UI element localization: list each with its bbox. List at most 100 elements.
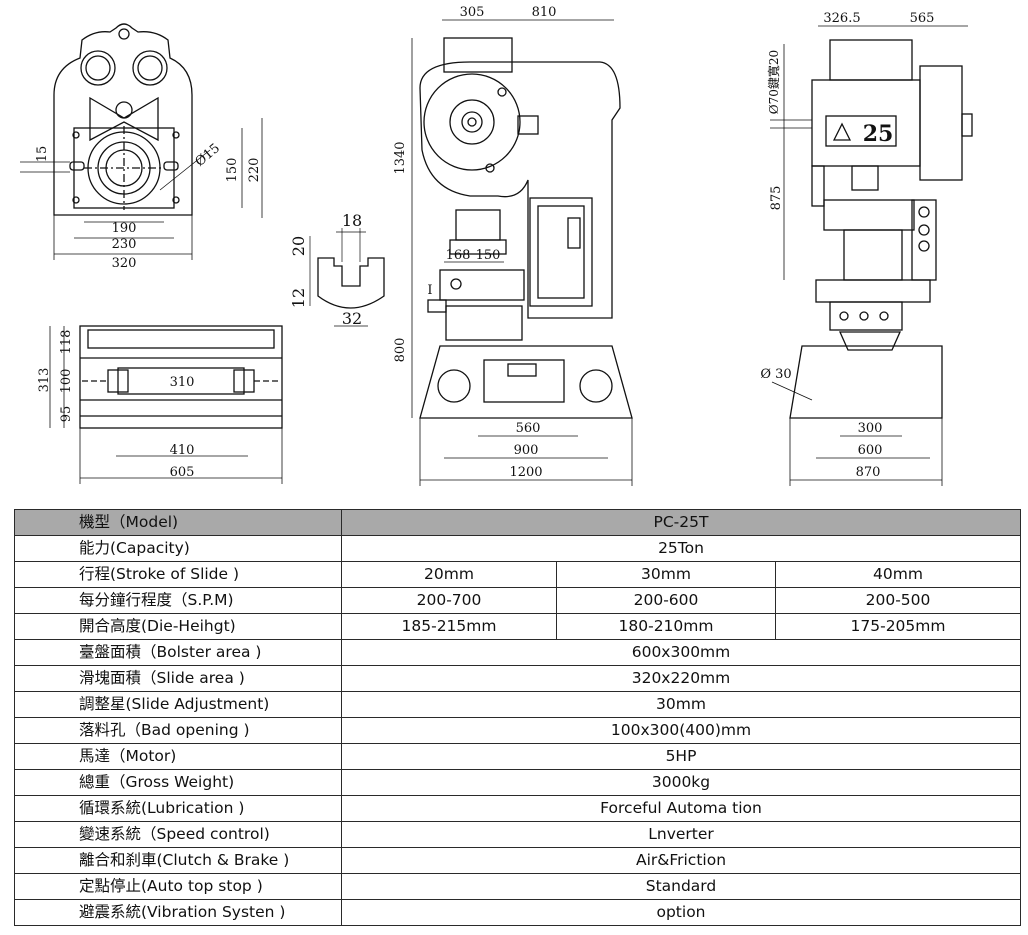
- spec-value: option: [341, 899, 1021, 926]
- spec-row: 總重（Gross Weight)3000kg: [14, 769, 1021, 796]
- flywheel: [423, 73, 521, 171]
- dim-220: 220: [247, 158, 262, 183]
- top-view: [20, 23, 263, 260]
- spec-value: 185-215mm: [341, 613, 557, 640]
- dim-875: 875: [769, 186, 784, 211]
- spec-row: 能力(Capacity)25Ton: [14, 535, 1021, 562]
- spec-label: 循環系統(Lubrication ): [14, 795, 342, 822]
- spec-row: 馬達（Motor)5HP: [14, 743, 1021, 770]
- spec-label: 落料孔（Bad opening ): [14, 717, 342, 744]
- spec-row: 離合和刹車(Clutch & Brake )Air&Friction: [14, 847, 1021, 874]
- frame-body: [419, 61, 621, 319]
- spec-label: 行程(Stroke of Slide ): [14, 561, 342, 588]
- dim-1340: 1340: [393, 141, 408, 174]
- top-right-cylinder: [132, 50, 168, 86]
- spec-label: 能力(Capacity): [14, 535, 342, 562]
- spec-value: 3000kg: [341, 769, 1021, 796]
- spec-label: 滑塊面積（Slide area ): [14, 665, 342, 692]
- spec-row: 落料孔（Bad opening )100x300(400)mm: [14, 717, 1021, 744]
- spec-label: 總重（Gross Weight): [14, 769, 342, 796]
- dim-870: 870: [856, 465, 881, 480]
- spec-value: 25Ton: [341, 535, 1021, 562]
- dim-310: 310: [170, 375, 195, 390]
- spec-row: 循環系統(Lubrication )Forceful Automa tion: [14, 795, 1021, 822]
- top-view-outline: [53, 23, 193, 216]
- front-mark: I: [427, 283, 432, 298]
- dim-20: 20: [289, 236, 308, 256]
- dim-phi70-key: Ø70鍵寬20: [766, 50, 781, 114]
- spec-value: 100x300(400)mm: [341, 717, 1021, 744]
- spec-row: 臺盤面積（Bolster area )600x300mm: [14, 639, 1021, 666]
- spec-value: Lnverter: [341, 821, 1021, 848]
- bolster-outer: [79, 325, 283, 429]
- spec-value: 175-205mm: [775, 613, 1021, 640]
- spec-label: 臺盤面積（Bolster area ): [14, 639, 342, 666]
- dim-326-5: 326.5: [823, 11, 860, 26]
- dim-150-front: 150: [476, 248, 501, 263]
- side-view: [770, 25, 973, 486]
- spec-value: PC-25T: [341, 509, 1021, 536]
- dim-95: 95: [59, 406, 74, 423]
- dim-800: 800: [393, 338, 408, 363]
- spec-value: 200-700: [341, 587, 557, 614]
- spec-value: Standard: [341, 873, 1021, 900]
- slot-detail: [309, 228, 385, 327]
- spec-value: Forceful Automa tion: [341, 795, 1021, 822]
- dim-410: 410: [170, 443, 195, 458]
- spec-row: 調整星(Slide Adjustment)30mm: [14, 691, 1021, 718]
- dim-313: 313: [37, 368, 52, 393]
- spec-value: 320x220mm: [341, 665, 1021, 692]
- dim-230: 230: [112, 237, 137, 252]
- dim-605: 605: [170, 465, 195, 480]
- spec-value: 40mm: [775, 561, 1021, 588]
- dim-32: 32: [342, 309, 362, 328]
- spec-value: 200-600: [556, 587, 776, 614]
- dim-100: 100: [59, 369, 74, 394]
- spec-label: 避震系統(Vibration Systen ): [14, 899, 342, 926]
- spec-value: 600x300mm: [341, 639, 1021, 666]
- spec-label: 離合和刹車(Clutch & Brake ): [14, 847, 342, 874]
- spec-label: 機型（Model): [14, 509, 342, 536]
- dim-560: 560: [516, 421, 541, 436]
- slot-profile: [317, 257, 385, 309]
- spec-row: 避震系統(Vibration Systen )option: [14, 899, 1021, 926]
- technical-drawing: 15 Ø15 150 220 190 230 320 18 20 12 32 1…: [20, 5, 973, 486]
- bolster-view: [49, 325, 283, 484]
- spec-row: 定點停止(Auto top stop )Standard: [14, 873, 1021, 900]
- dim-190: 190: [112, 221, 137, 236]
- dim-150: 150: [225, 158, 240, 183]
- spec-value: Air&Friction: [341, 847, 1021, 874]
- spec-value: 200-500: [775, 587, 1021, 614]
- spec-label: 每分鐘行程度（S.P.M): [14, 587, 342, 614]
- dim-phi15: Ø15: [193, 141, 223, 170]
- hook-hole: [118, 28, 130, 40]
- dim-305: 305: [460, 5, 485, 20]
- spec-label: 變速系統（Speed control): [14, 821, 342, 848]
- spec-label: 馬達（Motor): [14, 743, 342, 770]
- dim-600: 600: [858, 443, 883, 458]
- dim-12: 12: [289, 288, 308, 308]
- spec-value: 180-210mm: [556, 613, 776, 640]
- dim-300: 300: [858, 421, 883, 436]
- dim-18: 18: [342, 211, 362, 230]
- side-base: [789, 345, 943, 419]
- dim-320: 320: [112, 256, 137, 271]
- spec-row: 滑塊面積（Slide area )320x220mm: [14, 665, 1021, 692]
- spec-value: 30mm: [556, 561, 776, 588]
- front-view: [411, 19, 633, 486]
- front-base: [419, 345, 633, 419]
- dim-168: 168: [446, 248, 471, 263]
- dim-810: 810: [532, 5, 557, 20]
- spec-value: 5HP: [341, 743, 1021, 770]
- dim-15: 15: [35, 146, 50, 163]
- dim-118: 118: [59, 330, 74, 355]
- dim-900: 900: [514, 443, 539, 458]
- spec-header-row: 機型（Model) PC-25T: [14, 509, 1021, 536]
- spec-value: 20mm: [341, 561, 557, 588]
- top-left-cylinder: [80, 50, 116, 86]
